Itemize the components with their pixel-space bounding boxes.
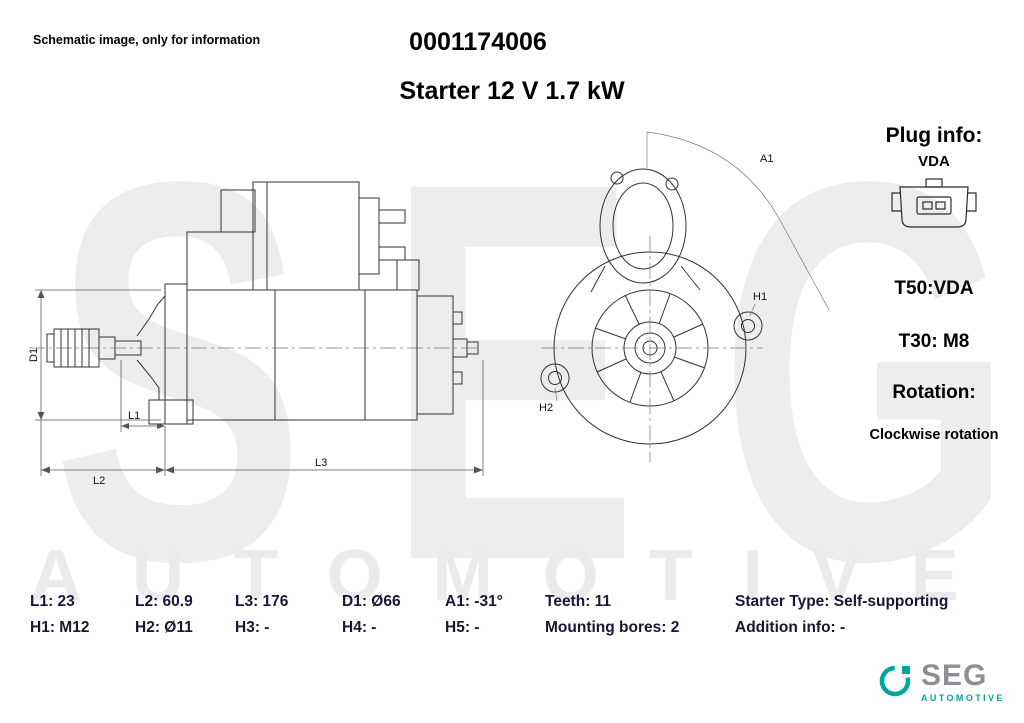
specs-table: L1: 23 L2: 60.9 L3: 176 D1: Ø66 A1: -31°… — [30, 589, 1020, 641]
plug-left-tab — [891, 192, 901, 212]
seg-logo-wordmark: SEG AUTOMOTIVE — [921, 659, 1005, 704]
plug-info-heading: Plug info: — [885, 124, 983, 147]
part-number: 0001174006 — [409, 28, 547, 56]
plug-housing — [899, 186, 969, 228]
dim-label-l1: L1 — [128, 410, 140, 422]
dim-label-d1: D1 — [28, 348, 40, 362]
spec-h5: H5: - — [445, 619, 480, 636]
spec-h1: H1: M12 — [30, 619, 90, 636]
rotation-heading: Rotation: — [892, 382, 976, 403]
dim-label-l3: L3 — [315, 457, 327, 469]
dim-label-a1: A1 — [760, 153, 773, 165]
plug-pin-1 — [922, 201, 933, 210]
spec-l2: L2: 60.9 — [135, 593, 193, 610]
spec-teeth: Teeth: 11 — [545, 593, 612, 610]
motor-body — [186, 289, 479, 421]
seg-logo-icon — [879, 665, 911, 697]
spec-d1: D1: Ø66 — [342, 593, 401, 610]
spec-l1: L1: 23 — [30, 593, 75, 610]
dim-label-l2: L2 — [93, 475, 105, 487]
solenoid-front — [590, 168, 701, 293]
dim-label-h2: H2 — [539, 402, 553, 414]
t30-spec: T30: M8 — [898, 331, 970, 352]
leader-lines — [554, 303, 756, 402]
plug-type-label: VDA — [918, 153, 950, 170]
dim-label-h1: H1 — [753, 291, 767, 303]
spec-l3: L3: 176 — [235, 593, 289, 610]
rotation-value: Clockwise rotation — [869, 427, 999, 443]
reference-lines — [541, 131, 830, 462]
spec-starter-type: Starter Type: Self-supporting — [735, 593, 949, 610]
a1-angle-arc — [646, 131, 830, 311]
mounting-ear-left — [540, 363, 570, 393]
dimension-arrows — [37, 290, 483, 474]
plug-connector-drawing — [891, 178, 977, 228]
spec-h4: H4: - — [342, 619, 377, 636]
drive-end-bracket — [136, 295, 166, 400]
starter-side-view-drawing: D1 L1 L2 L3 — [28, 181, 484, 487]
seg-logo-subtext: AUTOMOTIVE — [921, 693, 1005, 703]
spec-addition-info: Addition info: - — [735, 619, 846, 636]
t50-spec: T50:VDA — [894, 278, 974, 299]
product-title: Starter 12 V 1.7 kW — [399, 77, 625, 105]
mounting-ear-right — [733, 311, 763, 341]
spec-mounting-bores: Mounting bores: 2 — [545, 619, 680, 636]
plug-info-panel: Plug info: VDA T50:VDA T30: M8 Rotation:… — [845, 124, 1023, 443]
starter-front-view-drawing: A1 H1 H2 — [539, 131, 830, 462]
watermark-automotive-text: AUTOMOTIVE — [30, 536, 1009, 616]
seg-logo-text: SEG — [921, 659, 988, 692]
drive-shaft — [98, 336, 142, 360]
watermark-seg-text: SEG — [52, 70, 1024, 672]
lever-housing — [186, 189, 256, 291]
spec-h3: H3: - — [235, 619, 270, 636]
dimension-lines — [35, 289, 484, 476]
disclaimer-text: Schematic image, only for information — [33, 33, 261, 47]
spec-a1: A1: -31° — [445, 593, 503, 610]
plug-pin-2 — [935, 201, 946, 210]
plug-pin-block — [916, 196, 952, 215]
plug-top-notch — [925, 178, 943, 188]
plug-right-tab — [967, 192, 977, 212]
seg-logo: SEG AUTOMOTIVE — [876, 661, 1005, 703]
solenoid — [252, 181, 420, 291]
mounting-flange — [148, 283, 194, 425]
spec-h2: H2: Ø11 — [135, 619, 193, 636]
